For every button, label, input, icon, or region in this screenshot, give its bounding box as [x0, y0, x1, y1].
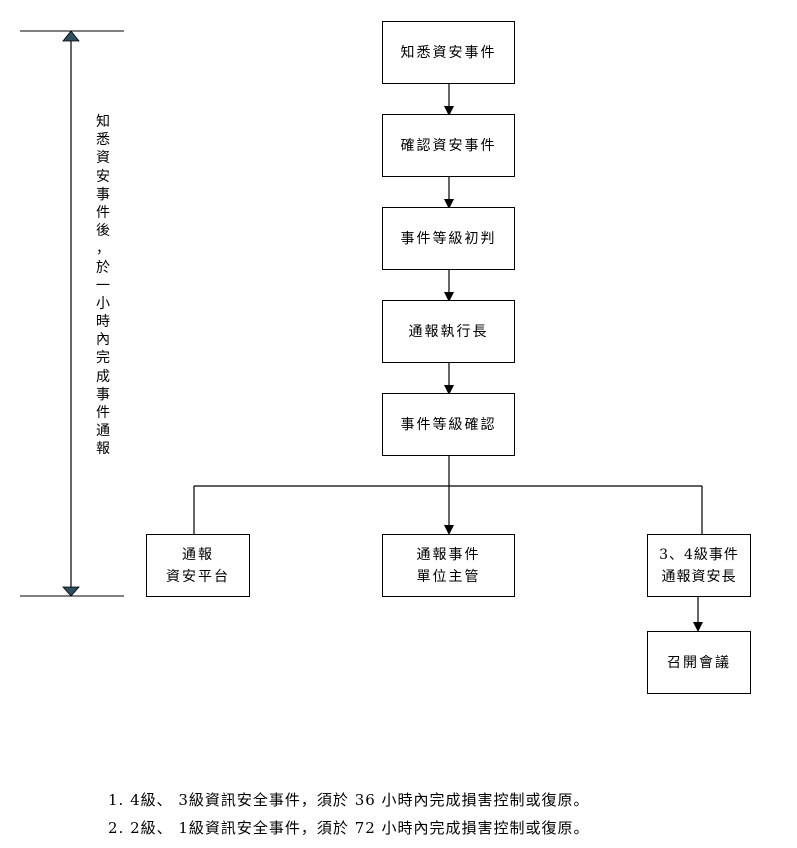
timeline-label-char: 完: [96, 350, 110, 367]
step-convene-meeting-label: 召開會議: [667, 654, 731, 671]
timeline-label-char: 知: [96, 114, 110, 130]
timeline-label-char: 通: [96, 423, 110, 440]
step-notify-executive: 通報執行長: [382, 300, 515, 363]
timeline-label-char: 資: [96, 150, 110, 167]
branch-notify-ciso: 3、4級事件 通報資安長: [647, 534, 751, 597]
timeline-label-char: 報: [96, 441, 110, 458]
step-confirm-incident-label: 確認資安事件: [400, 137, 497, 154]
timeline-label: 知悉資安事件後，於一小時內完成事件通報: [93, 113, 113, 459]
step-convene-meeting: 召開會議: [647, 631, 751, 694]
step-know-incident: 知悉資安事件: [382, 21, 515, 84]
branch-notify-platform-line2: 資安平台: [166, 568, 230, 585]
timeline-label-char: 件: [96, 204, 110, 221]
step-confirm-grading: 事件等級確認: [382, 393, 515, 456]
branch-notify-platform-line1: 通報: [182, 546, 214, 563]
branch-notify-ciso-line2: 通報資安長: [661, 568, 737, 585]
note-item: 1. 4級、 3級資訊安全事件，須於 36 小時內完成損害控制或復原。: [108, 791, 590, 809]
timeline-label-char: 件: [96, 405, 110, 421]
step-initial-grading-label: 事件等級初判: [400, 230, 497, 247]
notes-list: 1. 4級、 3級資訊安全事件，須於 36 小時內完成損害控制或復原。 2. 2…: [108, 786, 590, 842]
step-confirm-incident: 確認資安事件: [382, 114, 515, 177]
step-know-incident-label: 知悉資安事件: [400, 44, 497, 61]
timeline-label-char: 安: [96, 168, 110, 185]
timeline-label-char: 後: [96, 223, 110, 240]
note-item: 2. 2級、 1級資訊安全事件，須於 72 小時內完成損害控制或復原。: [108, 819, 590, 837]
timeline-label-char: 悉: [96, 132, 110, 149]
timeline-label-char: 小: [96, 295, 110, 312]
timeline-label-char: 事: [96, 186, 110, 203]
branch-notify-ciso-line1: 3、4級事件: [659, 546, 739, 563]
step-notify-executive-label: 通報執行長: [408, 323, 489, 340]
timeline-label-char: 一: [96, 277, 110, 294]
branch-notify-platform: 通報 資安平台: [146, 534, 250, 597]
timeline-label-char: 事: [96, 386, 110, 403]
timeline-up-arrow: [62, 30, 80, 42]
timeline-label-char: ，: [96, 241, 110, 258]
step-confirm-grading-label: 事件等級確認: [400, 416, 497, 433]
step-initial-grading: 事件等級初判: [382, 207, 515, 270]
branch-notify-unit-head: 通報事件 單位主管: [382, 534, 515, 597]
timeline-label-char: 內: [96, 332, 110, 349]
branch-notify-unit-head-line1: 通報事件: [416, 546, 481, 563]
timeline-label-char: 於: [96, 259, 110, 276]
branch-notify-unit-head-line2: 單位主管: [416, 568, 481, 585]
timeline-down-arrow: [62, 586, 80, 597]
timeline-label-char: 時: [96, 314, 110, 331]
timeline-label-char: 成: [96, 368, 110, 385]
